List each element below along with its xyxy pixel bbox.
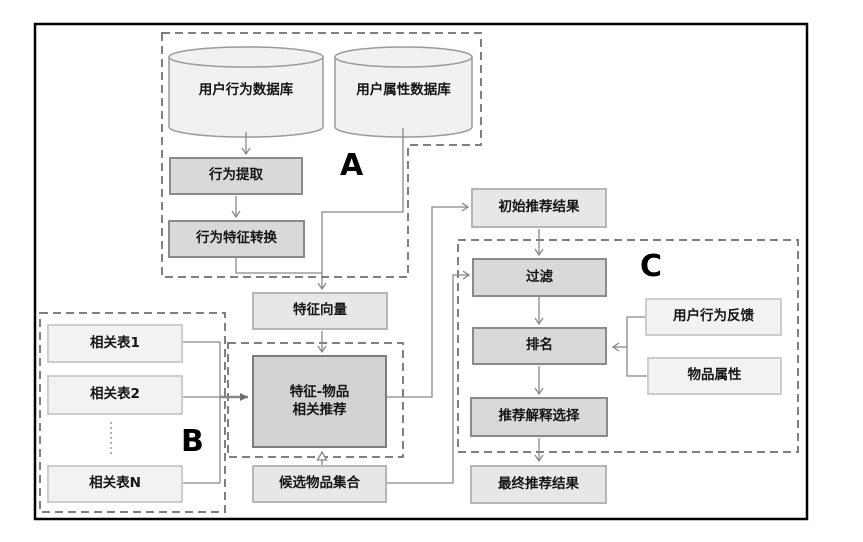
outer-border	[33, 22, 809, 521]
node-related-table-n: 相关表N	[47, 465, 183, 503]
node-item-attributes: 物品属性	[647, 357, 782, 395]
connectors	[110, 128, 647, 484]
node-user-behavior-db: 用户行为数据库	[198, 82, 294, 98]
node-behavior-feature-conversion: 行为特征转换	[168, 220, 305, 258]
node-ranking: 排名	[472, 327, 607, 365]
node-feature-item-recommendation: 特征-物品 相关推荐	[252, 355, 387, 448]
group-box-feature-item	[227, 342, 404, 458]
node-final-recommendation-result: 最终推荐结果	[470, 465, 607, 504]
database-icon	[334, 46, 473, 138]
group-label-c: C	[640, 249, 664, 284]
group-label-b: B	[181, 424, 205, 459]
group-box-b	[39, 312, 226, 513]
node-recommendation-explanation-selection: 推荐解释选择	[470, 397, 608, 437]
group-label-a: A	[340, 148, 365, 183]
node-feature-item-recommendation-line1: 特征-物品	[289, 383, 350, 400]
node-initial-recommendation-result: 初始推荐结果	[471, 188, 607, 228]
node-feature-vector: 特征向量	[252, 292, 388, 330]
database-icon	[168, 46, 324, 138]
node-user-attribute-db: 用户属性数据库	[356, 82, 451, 98]
node-related-table-1: 相关表1	[47, 324, 183, 363]
node-related-table-2: 相关表2	[47, 375, 183, 415]
group-box-a	[161, 32, 482, 278]
group-box-c	[457, 239, 799, 453]
node-feature-item-recommendation-line2: 相关推荐	[292, 401, 347, 418]
node-behavior-extraction: 行为提取	[169, 157, 303, 195]
node-candidate-item-set: 候选物品集合	[252, 465, 387, 503]
node-user-behavior-feedback: 用户行为反馈	[645, 298, 782, 336]
node-filter: 过滤	[472, 258, 607, 297]
